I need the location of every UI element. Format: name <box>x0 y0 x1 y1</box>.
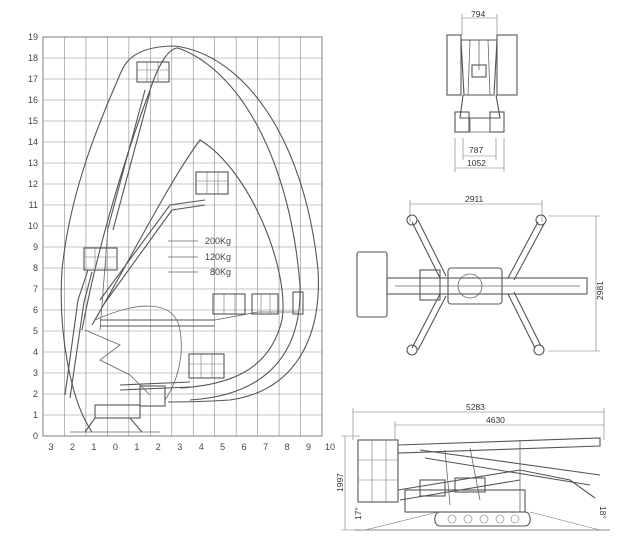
x-tick-label: 3 <box>48 442 53 452</box>
x-tick-label: 2 <box>70 442 75 452</box>
y-tick-label: 12 <box>28 179 38 189</box>
front-top-width: 794 <box>471 9 485 19</box>
envelope-120kg <box>81 47 301 401</box>
side-boom-upper <box>397 437 601 454</box>
y-tick-label: 13 <box>28 158 38 168</box>
x-tick-label: 6 <box>242 442 247 452</box>
outrigger-rear-left <box>406 293 447 356</box>
basket-low <box>188 353 225 379</box>
top-outrigger-depth: 2981 <box>595 281 605 300</box>
boom-mid <box>99 199 206 305</box>
side-view: 5283 4630 1997 17° 18° <box>335 402 610 531</box>
y-tick-label: 14 <box>28 137 38 147</box>
boom-vertical <box>99 89 151 331</box>
front-view: 794 787 1052 <box>446 9 518 172</box>
front-outer-width: 1052 <box>467 158 486 168</box>
boom-horizontal <box>100 311 298 327</box>
y-tick-label: 4 <box>33 347 38 357</box>
x-tick-label: 4 <box>199 442 204 452</box>
y-tick-label: 10 <box>28 221 38 231</box>
y-tick-label: 1 <box>33 410 38 420</box>
y-tick-label: 6 <box>33 305 38 315</box>
y-tick-label: 11 <box>29 200 38 210</box>
boom-lower-arm <box>64 269 151 399</box>
side-overall-length: 5283 <box>466 402 485 412</box>
x-tick-label: 7 <box>263 442 268 452</box>
legend-label-80kg: 80Kg <box>210 267 231 277</box>
y-tick-label: 15 <box>28 116 38 126</box>
y-tick-label: 19 <box>28 32 38 42</box>
x-tick-label: 9 <box>306 442 311 452</box>
diagram-grid <box>42 36 323 437</box>
y-tick-label: 9 <box>33 242 38 252</box>
y-tick-label: 8 <box>33 263 38 273</box>
top-boom <box>386 277 588 295</box>
y-tick-label: 5 <box>33 326 38 336</box>
side-basket <box>357 439 399 503</box>
y-tick-label: 17 <box>28 74 38 84</box>
machine-base <box>70 385 166 433</box>
basket-horizontal-1 <box>212 293 246 315</box>
y-tick-label: 0 <box>33 431 38 441</box>
side-approach-angle: 17° <box>353 507 363 520</box>
legend-label-120kg: 120Kg <box>205 252 231 262</box>
basket-horizontal-2 <box>251 293 279 315</box>
basket-top <box>136 61 170 83</box>
envelope-80kg <box>60 45 320 433</box>
basket-mid <box>195 171 229 195</box>
x-tick-label: 2 <box>156 442 161 452</box>
side-departure-angle: 18° <box>598 506 608 519</box>
side-body-length: 4630 <box>486 415 505 425</box>
x-tick-label: 0 <box>113 442 118 452</box>
x-tick-label: 3 <box>177 442 182 452</box>
y-tick-label: 7 <box>33 284 38 294</box>
x-tick-label: 1 <box>134 442 139 452</box>
top-view: 2911 2981 <box>356 194 605 356</box>
outrigger-front-right <box>507 214 547 281</box>
outrigger-front-left <box>406 214 447 279</box>
y-tick-label: 18 <box>28 53 38 63</box>
envelope-200kg <box>91 139 284 389</box>
side-chassis <box>404 489 526 513</box>
inner-envelope <box>94 305 182 401</box>
front-inner-width: 787 <box>469 145 483 155</box>
x-tick-label: 10 <box>325 442 335 452</box>
x-tick-label: 1 <box>91 442 96 452</box>
top-basket <box>356 251 388 318</box>
outrigger-rear-right <box>507 291 545 356</box>
y-tick-label: 3 <box>33 368 38 378</box>
load-legend: 200Kg 120Kg 80Kg <box>168 236 231 277</box>
y-tick-label: 16 <box>28 95 38 105</box>
diagram-frame <box>42 36 323 437</box>
side-boom-middle <box>419 449 601 486</box>
basket-left <box>83 247 118 271</box>
legend-label-200kg: 200Kg <box>205 236 231 246</box>
x-tick-label: 8 <box>285 442 290 452</box>
boom-low <box>119 381 191 391</box>
side-height: 1997 <box>335 473 345 492</box>
basket-horizontal-3 <box>292 291 304 315</box>
y-tick-label: 2 <box>33 389 38 399</box>
top-outrigger-span: 2911 <box>465 194 484 204</box>
side-track <box>434 511 531 527</box>
x-tick-label: 5 <box>220 442 225 452</box>
